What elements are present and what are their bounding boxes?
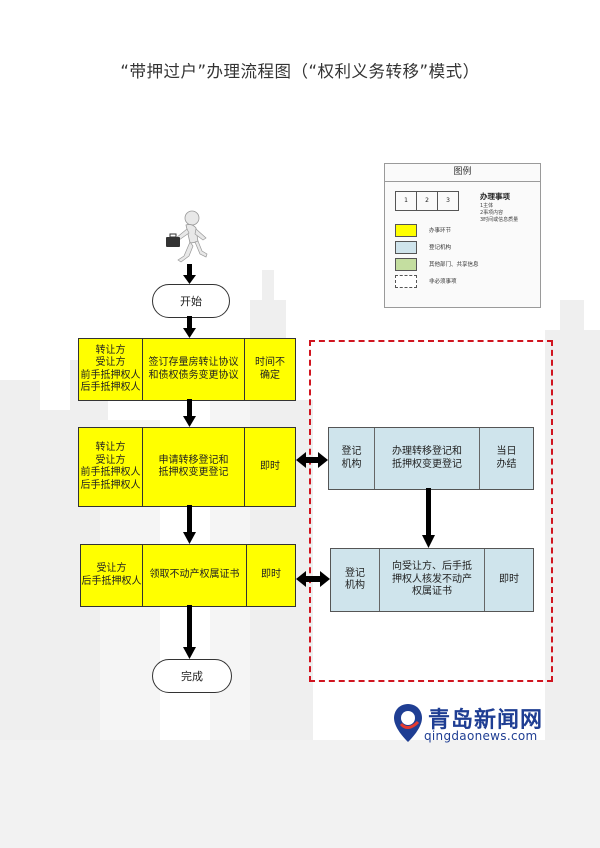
step-party: 转让方 受让方 前手抵押权人 后手抵押权人 (79, 428, 143, 506)
legend-swatch-label: 登记机构 (429, 245, 452, 251)
legend-cell: 2 (417, 192, 438, 210)
step-task: 签订存量房转让协议 和债权债务变更协议 (143, 339, 245, 400)
registry-party: 登记 机构 (331, 549, 380, 611)
legend-item-line: 1主体 (480, 203, 494, 209)
end-node: 完成 (152, 659, 232, 693)
registry-issue-certificate: 登记 机构 向受让方、后手抵 押权人核发不动产 权属证书 即时 (330, 548, 534, 612)
step-sign-agreement: 转让方 受让方 前手抵押权人 后手抵押权人 签订存量房转让协议 和债权债务变更协… (78, 338, 296, 401)
person-briefcase-icon (166, 210, 208, 263)
registry-party: 登记 机构 (329, 428, 375, 489)
start-node: 开始 (152, 284, 230, 318)
step-party: 受让方 后手抵押权人 (81, 545, 143, 606)
legend-cells: 1 2 3 (395, 191, 459, 211)
step-party: 转让方 受让方 前手抵押权人 后手抵押权人 (79, 339, 143, 400)
legend-swatch-label: 办事环节 (429, 228, 452, 234)
step-time: 时间不 确定 (255, 357, 285, 381)
page-title: “带押过户”办理流程图（“权利义务转移”模式） (120, 62, 480, 81)
brand-name-cn: 青岛新闻网 (428, 708, 544, 733)
legend-swatch-dashed (395, 275, 417, 288)
start-label: 开始 (180, 295, 202, 308)
step-apply-registration: 转让方 受让方 前手抵押权人 后手抵押权人 申请转移登记和 抵押权变更登记 即时 (78, 427, 296, 507)
registry-task: 办理转移登记和 抵押权变更登记 (375, 428, 480, 489)
optional-region (309, 340, 553, 682)
brand-logo: 青岛新闻网 qingdaonews.com (392, 698, 552, 750)
legend-swatch-label: 其他部门、共享信息 (429, 262, 479, 268)
legend-item-title: 办理事项 (480, 192, 510, 201)
legend-swatch-yellow (395, 224, 417, 237)
registry-time: 即时 (499, 573, 519, 585)
registry-process: 登记 机构 办理转移登记和 抵押权变更登记 当日 办结 (328, 427, 534, 490)
legend: 图例 1 2 3 办理事项 1主体 2事项内容 3时间或信息质量 办事环节 登记… (384, 163, 541, 308)
registry-task: 向受让方、后手抵 押权人核发不动产 权属证书 (380, 549, 485, 611)
location-pin-icon (394, 704, 422, 742)
legend-swatch-blue (395, 241, 417, 254)
step-task: 申请转移登记和 抵押权变更登记 (143, 428, 245, 506)
step-task: 领取不动产权属证书 (143, 545, 247, 606)
step-time: 即时 (261, 569, 281, 581)
end-label: 完成 (181, 670, 203, 683)
brand-name-en: qingdaonews.com (424, 729, 538, 743)
legend-swatch-green (395, 258, 417, 271)
step-time: 即时 (260, 460, 280, 472)
legend-swatch-label: 非必须事项 (429, 279, 457, 285)
registry-time: 当日 办结 (496, 446, 517, 470)
legend-cell: 1 (396, 192, 417, 210)
legend-header: 图例 (385, 164, 540, 182)
step-collect-certificate: 受让方 后手抵押权人 领取不动产权属证书 即时 (80, 544, 296, 607)
legend-cell: 3 (446, 197, 450, 204)
legend-item-line: 3时间或信息质量 (480, 217, 519, 223)
legend-item-line: 2事项内容 (480, 210, 504, 216)
